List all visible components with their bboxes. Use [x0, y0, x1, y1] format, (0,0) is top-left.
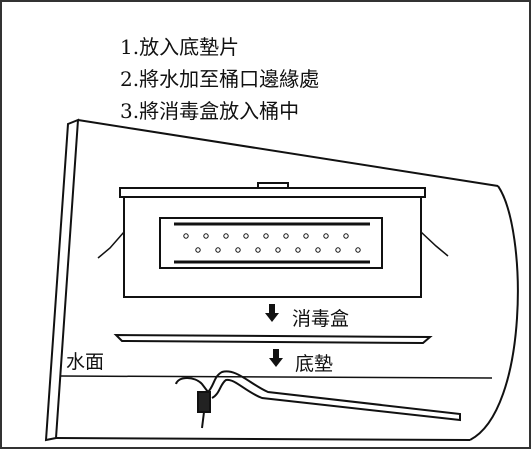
- water-surface-line: [59, 375, 493, 379]
- bucket: [44, 118, 519, 442]
- tray-hole: [275, 247, 281, 253]
- drain-assembly: [175, 370, 461, 429]
- tray-hole: [343, 233, 349, 239]
- tray-hole: [255, 247, 261, 253]
- tray-hole: [235, 247, 241, 253]
- bottom-pad-label: 底墊: [295, 353, 333, 375]
- box-body: [123, 196, 422, 298]
- tray-hole: [283, 233, 289, 239]
- drain-pipe: [175, 370, 461, 422]
- drain-valve-stem: [201, 411, 205, 429]
- down-arrow-icon: [265, 304, 279, 322]
- bucket-bottom-wall: [55, 437, 471, 441]
- drain-valve: [197, 391, 211, 413]
- label-disinfect-box: 消毒盒: [265, 304, 349, 330]
- tray-hole: [203, 233, 209, 239]
- tray-hole: [323, 233, 329, 239]
- water-surface-label: 水面: [66, 351, 104, 373]
- down-arrow-icon: [269, 349, 283, 367]
- bucket-top-wall: [77, 119, 499, 187]
- tray-hole: [303, 233, 309, 239]
- box-lid: [119, 187, 426, 198]
- box-inner-tray: [159, 217, 383, 269]
- tray-hole: [263, 233, 269, 239]
- instruction-step-3: 3.將消毒盒放入桶中: [120, 99, 299, 123]
- tray-hole: [355, 247, 361, 253]
- tray-hole: [335, 247, 341, 253]
- tray-hole: [315, 247, 321, 253]
- label-bottom-pad: 底墊: [269, 349, 333, 375]
- instruction-step-1: 1.放入底墊片: [120, 35, 239, 59]
- bucket-rim: [44, 118, 80, 442]
- tray-holes: [183, 233, 361, 253]
- disinfect-box: [97, 182, 449, 298]
- tray-hole: [295, 247, 301, 253]
- tray-hole: [195, 247, 201, 253]
- tray-hole: [183, 233, 189, 239]
- tray-hole: [223, 233, 229, 239]
- disinfect-box-label: 消毒盒: [292, 308, 349, 330]
- box-handle-right: [420, 231, 449, 257]
- tray-hole: [243, 233, 249, 239]
- bucket-base: [469, 185, 519, 441]
- tray-hole: [215, 247, 221, 253]
- instruction-step-2: 2.將水加至桶口邊緣處: [120, 67, 319, 91]
- bottom-pad: [113, 333, 433, 345]
- box-handle-left: [97, 231, 125, 259]
